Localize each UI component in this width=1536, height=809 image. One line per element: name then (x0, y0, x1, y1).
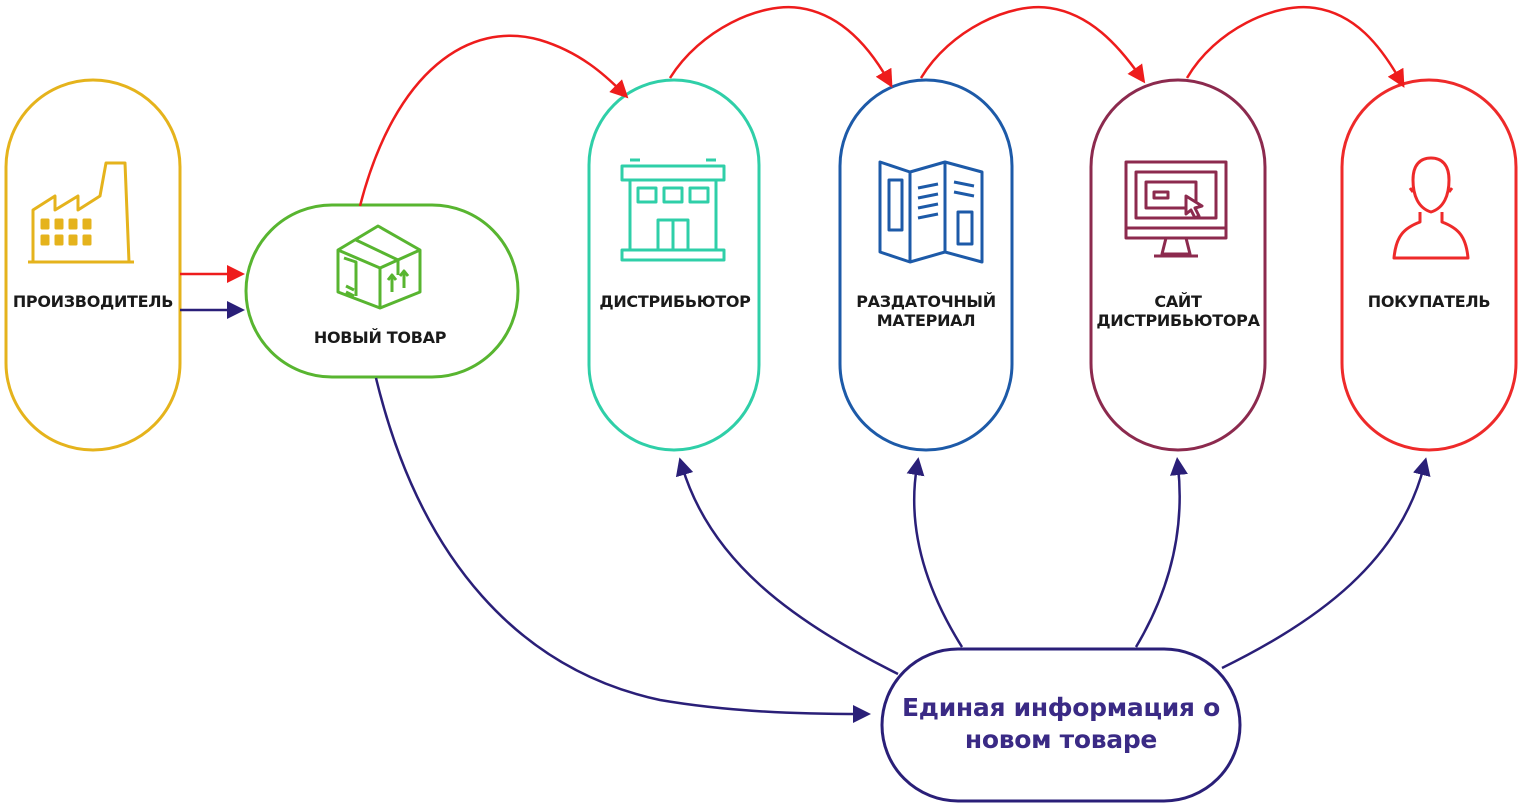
curve-info-handout (906, 457, 964, 648)
brochure-icon (878, 160, 984, 264)
info-label-line2: новом товаре (964, 725, 1158, 754)
person-icon (1392, 156, 1470, 260)
monitor-cursor-icon (1124, 160, 1228, 258)
handout-label-line2: МАТЕРИАЛ (876, 311, 976, 330)
curve-info-buyer (1221, 457, 1431, 670)
manufacturer-node (4, 78, 182, 452)
curve-info-distributor (675, 457, 899, 676)
arc-site-buyer (1185, 5, 1405, 88)
handout-label-line1: РАЗДАТОЧНЫЙ (856, 292, 996, 311)
handout-node (838, 78, 1014, 452)
curve-new-product-info (374, 377, 871, 723)
distributor-node (587, 78, 761, 452)
buyer-node (1340, 78, 1518, 452)
distributor-label: ДИСТРИБЬЮТОР (599, 292, 751, 311)
curve-info-site (1134, 457, 1188, 648)
package-box-icon (336, 224, 422, 310)
arc-handout-site (919, 5, 1146, 84)
new-product-label: НОВЫЙ ТОВАР (313, 328, 447, 347)
info-label: Единая информация о новом товаре (884, 692, 1238, 756)
site-label-line2: ДИСТРИБЬЮТОРА (1096, 311, 1260, 330)
factory-icon (28, 161, 134, 264)
site-node (1089, 78, 1267, 452)
site-label: САЙТ ДИСТРИБЬЮТОРА (1083, 292, 1273, 330)
arc-new-product-distributor (358, 34, 629, 207)
info-node (880, 647, 1242, 803)
new-product-node (244, 203, 520, 379)
building-icon (620, 158, 726, 262)
manufacturer-label: ПРОИЗВОДИТЕЛЬ (12, 292, 174, 311)
info-label-line1: Единая информация о (902, 693, 1220, 722)
handout-label: РАЗДАТОЧНЫЙ МАТЕРИАЛ (832, 292, 1020, 330)
site-label-line1: САЙТ (1154, 292, 1202, 311)
arc-distributor-handout (668, 5, 893, 88)
buyer-label: ПОКУПАТЕЛЬ (1367, 292, 1491, 311)
